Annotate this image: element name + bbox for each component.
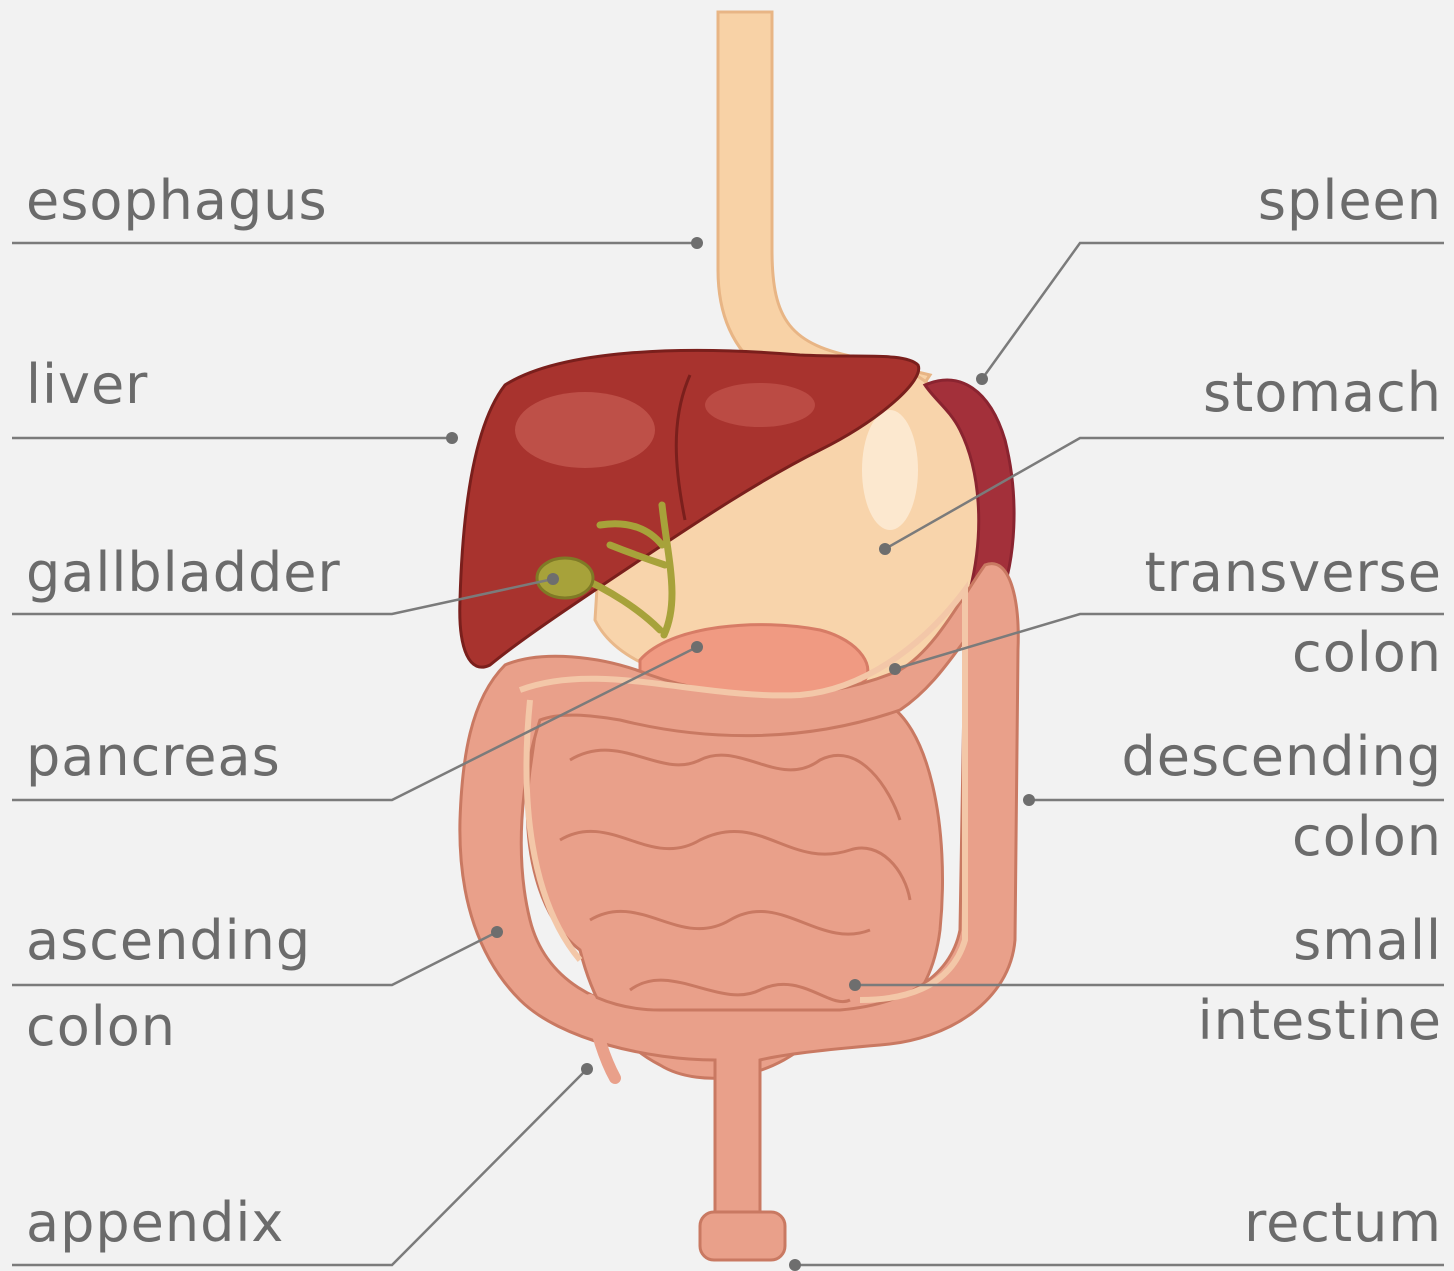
label-esophagus-line-1: esophagus — [26, 166, 328, 236]
label-ascending-colon-line-2: colon — [26, 992, 311, 1062]
label-rectum: rectum — [1244, 1188, 1442, 1258]
descending-colon-pointer — [1023, 794, 1035, 806]
liver-highlight — [515, 392, 655, 468]
label-appendix-line-1: appendix — [26, 1188, 284, 1258]
label-appendix: appendix — [26, 1188, 284, 1258]
label-rectum-line-1: rectum — [1244, 1188, 1442, 1258]
label-descending-colon: descending colon — [1121, 722, 1442, 872]
small-intestine-pointer — [849, 979, 861, 991]
liver-pointer — [446, 432, 458, 444]
label-descending-colon-line-2: colon — [1121, 802, 1442, 872]
appendix-pointer — [581, 1063, 593, 1075]
label-gallbladder: gallbladder — [26, 538, 341, 608]
esophagus-pointer — [691, 237, 703, 249]
label-spleen-line-1: spleen — [1258, 166, 1442, 236]
gallbladder-organ — [537, 558, 593, 598]
spleen-pointer — [976, 373, 988, 385]
liver-highlight-2 — [705, 383, 815, 427]
label-stomach-line-1: stomach — [1203, 358, 1442, 428]
label-ascending-colon: ascending colon — [26, 906, 311, 1062]
label-gallbladder-line-1: gallbladder — [26, 538, 341, 608]
label-small-intestine-line-1: small — [1198, 906, 1442, 976]
label-esophagus: esophagus — [26, 166, 328, 236]
pancreas-pointer — [691, 641, 703, 653]
label-liver-line-1: liver — [26, 350, 148, 420]
stomach-pointer — [879, 543, 891, 555]
label-ascending-colon-line-1: ascending — [26, 906, 311, 976]
label-stomach: stomach — [1203, 358, 1442, 428]
label-spleen: spleen — [1258, 166, 1442, 236]
stomach-highlight — [862, 410, 918, 530]
label-descending-colon-line-1: descending — [1121, 722, 1442, 792]
rectum-pointer — [789, 1259, 801, 1271]
label-transverse-colon: transverse colon — [1144, 538, 1442, 688]
label-pancreas: pancreas — [26, 722, 281, 792]
label-transverse-colon-line-2: colon — [1144, 618, 1442, 688]
label-small-intestine: small intestine — [1198, 906, 1442, 1056]
ascending-colon-pointer — [491, 926, 503, 938]
label-small-intestine-line-2: intestine — [1198, 986, 1442, 1056]
label-liver: liver — [26, 350, 148, 420]
gallbladder-pointer — [547, 573, 559, 585]
rectum-organ — [700, 1212, 785, 1260]
transverse-colon-pointer — [889, 663, 901, 675]
label-transverse-colon-line-1: transverse — [1144, 538, 1442, 608]
label-pancreas-line-1: pancreas — [26, 722, 281, 792]
